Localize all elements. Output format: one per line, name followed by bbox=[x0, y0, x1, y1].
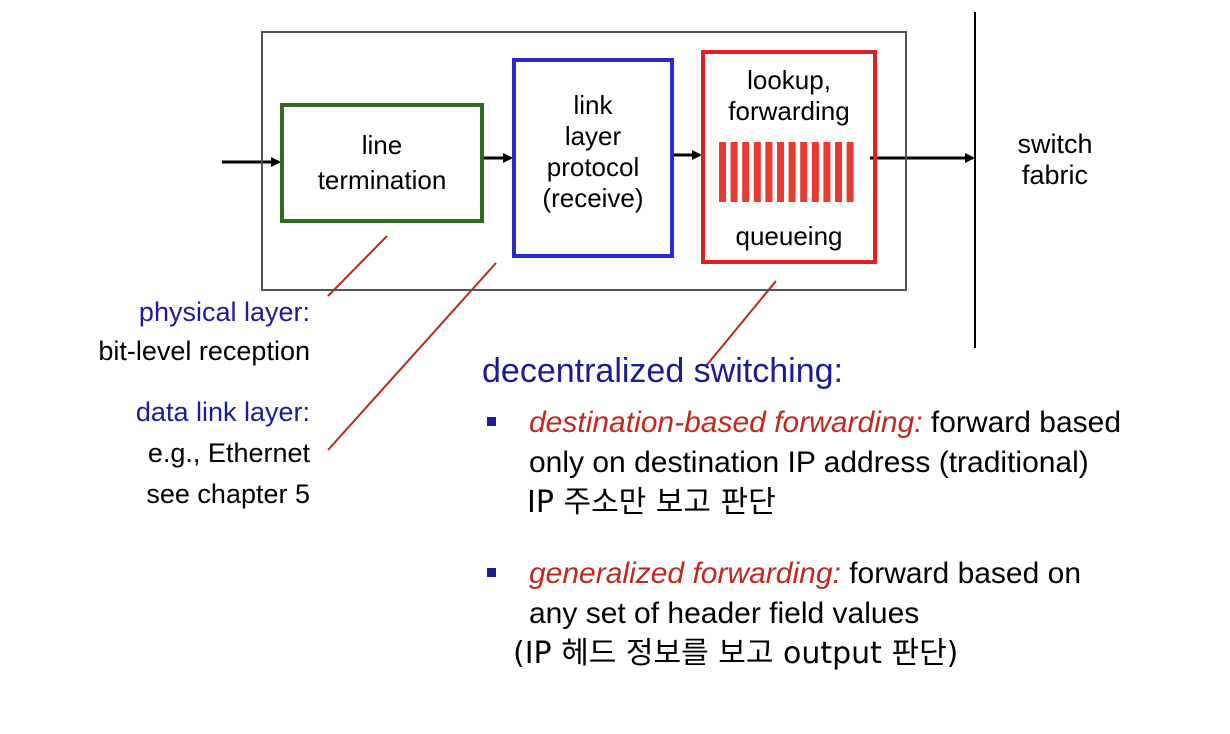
lookup-label-2: forwarding bbox=[728, 96, 850, 126]
link-label-2: layer bbox=[564, 121, 622, 151]
switch-fabric-label-2: fabric bbox=[1021, 160, 1089, 190]
queue-bar bbox=[753, 142, 761, 202]
bullet-destination: destination-based forwarding: forward ba… bbox=[527, 403, 1122, 523]
bullet-generalized: generalized forwarding: forward based on… bbox=[513, 554, 1082, 674]
bullet-marker-2 bbox=[487, 568, 496, 577]
bullet-2-rest: forward based on bbox=[840, 557, 1082, 590]
lookup-label-1: lookup, bbox=[747, 65, 831, 95]
decentralized-switching-heading: decentralized switching: bbox=[482, 352, 843, 390]
bullet-marker-1 bbox=[487, 417, 496, 426]
queue-bars bbox=[719, 142, 854, 202]
physical-layer-desc: bit-level reception bbox=[98, 336, 310, 366]
line-termination-label-1: line bbox=[361, 130, 403, 160]
bullet-2-line3: (IP 헤드 정보를 보고 output 판단) bbox=[513, 636, 959, 671]
lookup-forwarding-box: lookup, forwarding queueing bbox=[701, 50, 877, 264]
bullet-1-line3: IP 주소만 보고 판단 bbox=[527, 485, 776, 520]
connector-decentralized bbox=[705, 280, 777, 367]
queue-bar bbox=[835, 142, 842, 202]
queue-bar bbox=[765, 142, 773, 202]
queue-bar bbox=[846, 142, 854, 202]
queue-bar bbox=[777, 142, 784, 202]
switch-fabric-label-1: switch bbox=[1017, 129, 1093, 159]
queue-bar bbox=[742, 142, 750, 202]
line-termination-box: line termination bbox=[280, 103, 484, 223]
line-termination-label-2: termination bbox=[317, 165, 447, 195]
bullet-2-line2: any set of header field values bbox=[529, 597, 920, 630]
link-label-1: link bbox=[573, 90, 613, 120]
link-layer-box: link layer protocol (receive) bbox=[512, 58, 674, 258]
link-label-3: protocol bbox=[546, 152, 640, 182]
queue-bar bbox=[788, 142, 796, 202]
datalink-layer-title: data link layer: bbox=[135, 397, 310, 427]
link-label-4: (receive) bbox=[542, 183, 644, 213]
datalink-layer-desc-2: see chapter 5 bbox=[146, 479, 310, 509]
bullet-1-lead: destination-based forwarding: bbox=[529, 406, 923, 439]
queue-bar bbox=[823, 142, 831, 202]
input-port-box bbox=[261, 31, 907, 291]
queue-bar bbox=[730, 142, 738, 202]
connector-physical bbox=[327, 235, 388, 297]
physical-layer-title: physical layer: bbox=[138, 297, 310, 327]
bullet-2-lead: generalized forwarding: bbox=[529, 557, 841, 590]
queue-bar bbox=[811, 142, 819, 202]
queue-bar bbox=[800, 142, 808, 202]
queue-bar bbox=[719, 142, 726, 202]
queueing-label: queueing bbox=[735, 221, 843, 251]
bullet-1-rest: forward based bbox=[922, 406, 1122, 439]
bullet-1-line2: only on destination IP address (traditio… bbox=[529, 446, 1089, 479]
connector-datalink bbox=[327, 262, 497, 451]
datalink-layer-desc-1: e.g., Ethernet bbox=[147, 438, 310, 468]
